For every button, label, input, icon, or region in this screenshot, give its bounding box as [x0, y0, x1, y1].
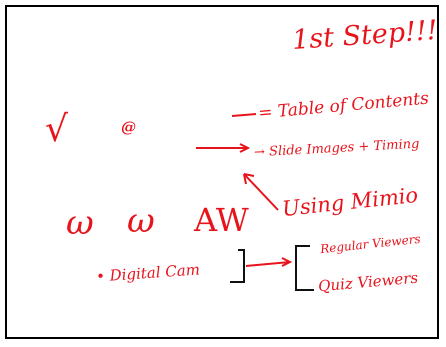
- digital-bracket: [230, 249, 245, 283]
- viewers-bracket: [295, 245, 314, 291]
- toc-arrow: [231, 113, 257, 117]
- mimio-arrow: [243, 173, 279, 211]
- slides-arrow: [196, 143, 251, 153]
- check-mark-icon: √: [45, 109, 68, 150]
- viewers-arrow: [245, 257, 293, 267]
- omega-doodle-icon: ω: [66, 203, 94, 243]
- omega-doodle-icon: ω: [127, 201, 155, 241]
- whiteboard-frame: [5, 5, 439, 339]
- aw-doodle: AW: [194, 201, 249, 239]
- at-mark-icon: @: [121, 118, 136, 136]
